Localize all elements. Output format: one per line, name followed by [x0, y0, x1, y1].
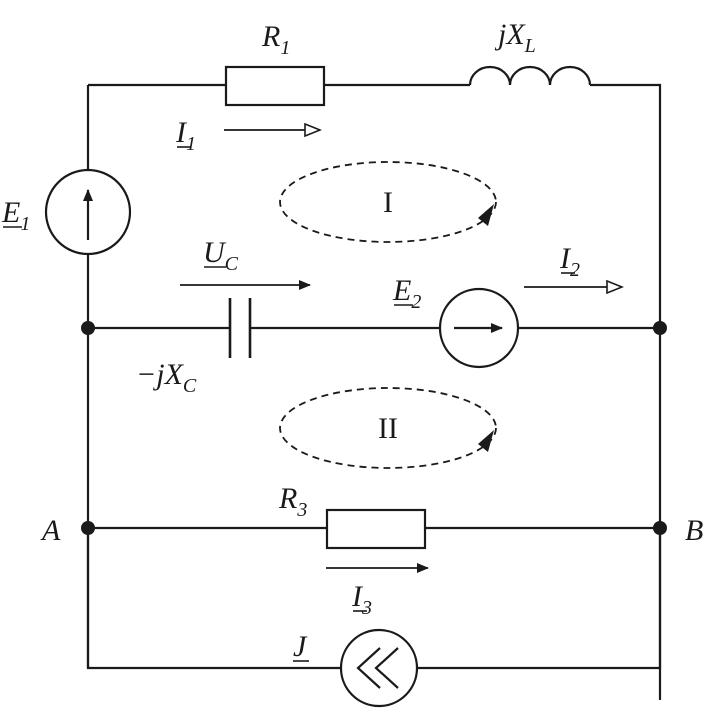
resistor-r1	[224, 65, 326, 107]
label-j: J	[293, 630, 308, 663]
node-a	[81, 521, 95, 535]
resistor-r3	[325, 508, 427, 550]
loop-current-i-arrowhead	[478, 204, 494, 226]
wire-top	[88, 83, 662, 700]
wire-bottom	[86, 528, 662, 670]
label-r1: R1	[261, 20, 290, 59]
label-xc: −jXC	[136, 358, 197, 397]
current-source-j-chevrons	[356, 647, 399, 689]
node-b	[653, 521, 667, 535]
label-xl: jXL	[494, 18, 536, 57]
label-e2: E2	[392, 274, 421, 313]
label-uc: UC	[203, 236, 239, 275]
label-loop-ii: II	[378, 412, 398, 445]
capacitor-xc	[228, 298, 252, 358]
current-source-j	[339, 628, 419, 708]
loop-current-i	[279, 161, 497, 243]
label-i3: I3	[351, 580, 372, 619]
label-i2: I2	[559, 242, 580, 281]
label-i1: I1	[175, 116, 196, 155]
node-right-middle	[653, 321, 667, 335]
label-node-a: A	[40, 514, 61, 547]
inductor-xl	[468, 65, 592, 86]
loop-current-ii-arrowhead	[478, 430, 494, 452]
label-node-b: B	[685, 514, 703, 547]
loop-current-ii	[279, 387, 497, 469]
label-loop-i: I	[383, 186, 393, 219]
label-r3: R3	[278, 482, 307, 521]
node-left-middle	[81, 321, 95, 335]
label-e1: E1	[1, 196, 30, 235]
